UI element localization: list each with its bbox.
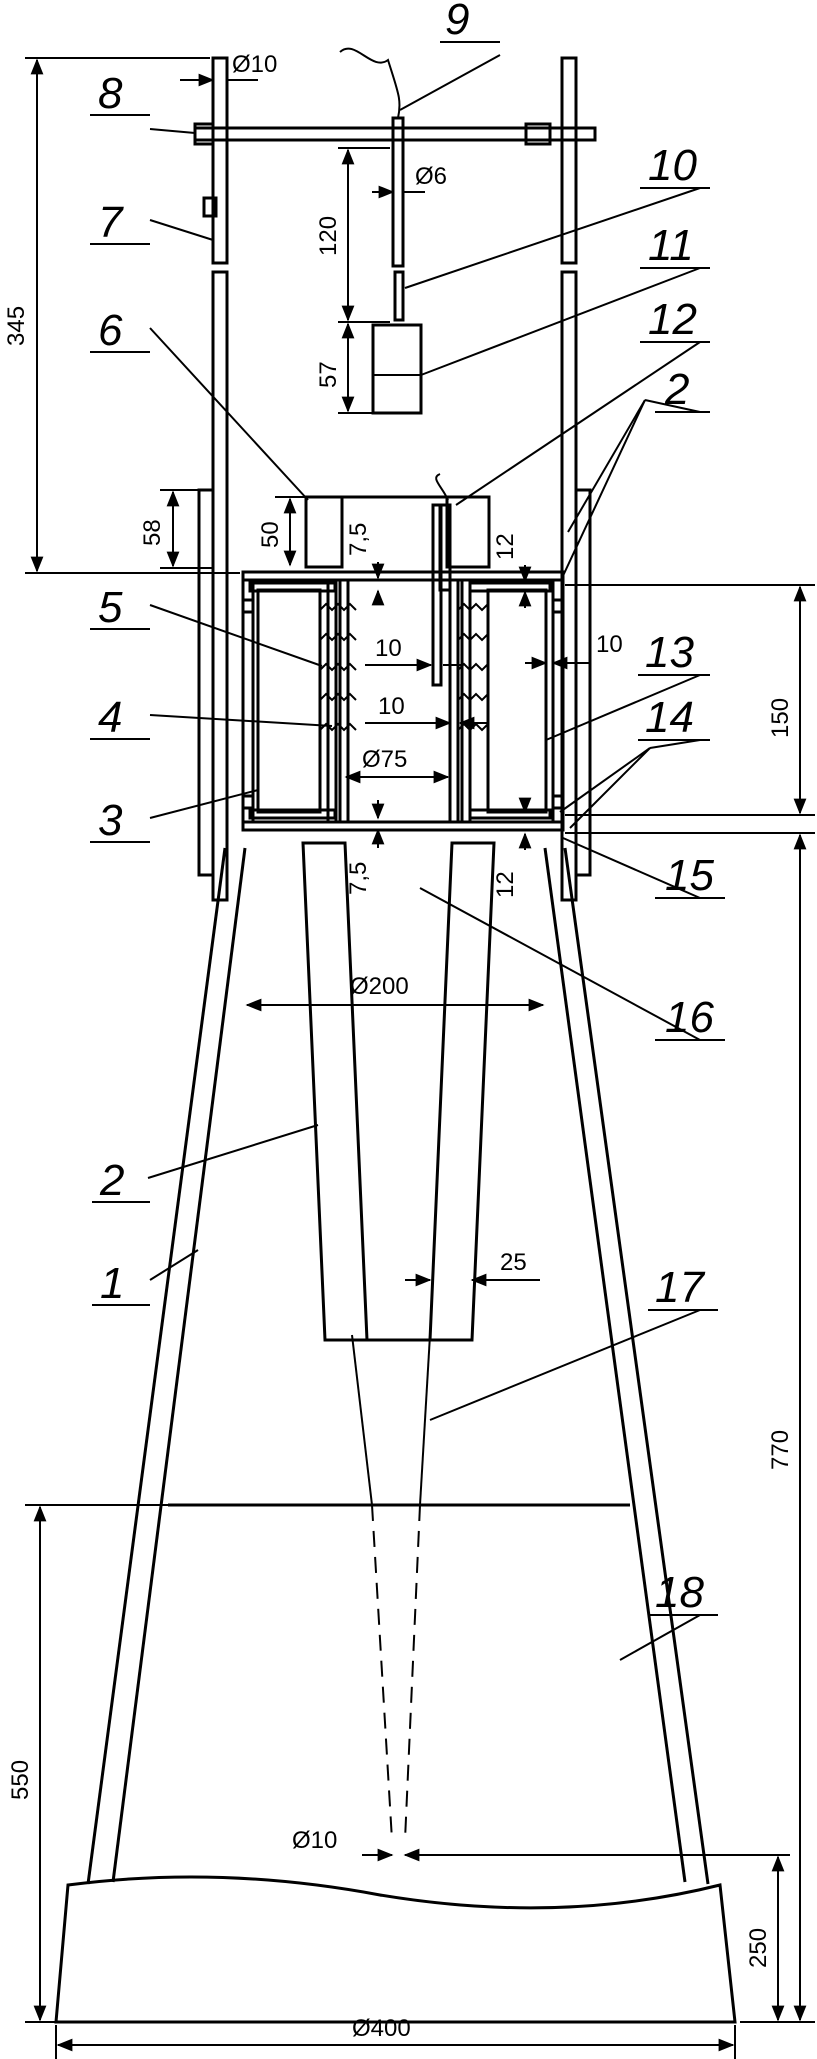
part-label-12: 12	[648, 295, 697, 344]
base-plate	[54, 1875, 737, 2024]
dim-d10-bot: Ø10	[292, 1827, 337, 1854]
part-label-4: 4	[98, 693, 122, 742]
dim-12-top: 12	[492, 533, 519, 560]
part-label-15: 15	[665, 851, 714, 900]
part-label-7: 7	[98, 198, 124, 247]
nozzle-sight-lines	[351, 1334, 431, 1841]
dim-d400: Ø400	[352, 2015, 411, 2042]
dim-25: 25	[500, 1249, 527, 1276]
dim-250: 250	[745, 1928, 772, 1968]
dim-d10-top: Ø10	[232, 51, 277, 78]
insulation-cone	[301, 841, 496, 1342]
part-label-14: 14	[645, 693, 694, 742]
part-label-2-upper: 2	[664, 365, 689, 414]
dim-d200: Ø200	[350, 973, 409, 1000]
dim-d75: Ø75	[362, 746, 407, 773]
part-label-9: 9	[445, 0, 469, 44]
dim-12-bot: 12	[492, 871, 519, 898]
dim-7-5-top: 7,5	[345, 523, 372, 556]
crossbar	[193, 122, 597, 146]
dim-50: 50	[257, 521, 284, 548]
part-label-6: 6	[98, 306, 123, 355]
dim-150: 150	[767, 698, 794, 738]
dim-10-c: 10	[596, 631, 623, 658]
dim-550: 550	[7, 1760, 34, 1800]
dim-58: 58	[139, 519, 166, 546]
dim-57: 57	[315, 361, 342, 388]
dimension-lines	[25, 57, 815, 2059]
thermocouple-probe	[431, 503, 443, 687]
part-number-labels: 1 2 3 4 5 6 7 8 9 10 11 12 2 13 14 15 16…	[90, 0, 725, 1617]
dim-120: 120	[315, 216, 342, 256]
part-label-1: 1	[100, 1259, 124, 1308]
part-label-11: 11	[648, 221, 694, 270]
dim-10-a: 10	[375, 635, 402, 662]
part-label-2-lower: 2	[99, 1156, 124, 1205]
part-label-8: 8	[98, 69, 123, 118]
part-label-16: 16	[665, 993, 714, 1042]
dim-10-b: 10	[378, 693, 405, 720]
dim-345: 345	[3, 306, 30, 346]
part-label-10: 10	[648, 141, 697, 190]
part-label-3: 3	[98, 796, 123, 845]
part-label-5: 5	[98, 583, 123, 632]
suspension-assembly	[339, 47, 423, 415]
part-label-13: 13	[645, 628, 694, 677]
heating-chamber	[241, 570, 565, 832]
dim-d6: Ø6	[415, 163, 447, 190]
leader-lines	[147, 54, 701, 1661]
dimension-labels: Ø10 Ø6 120 57 345 58 50 7,5 12 10 10 10 …	[3, 51, 794, 2042]
dim-770: 770	[767, 1430, 794, 1470]
part-label-18: 18	[655, 1568, 704, 1617]
dim-7-5-bot: 7,5	[345, 862, 372, 895]
stand-frame	[86, 847, 710, 1885]
part-label-17: 17	[655, 1263, 705, 1312]
